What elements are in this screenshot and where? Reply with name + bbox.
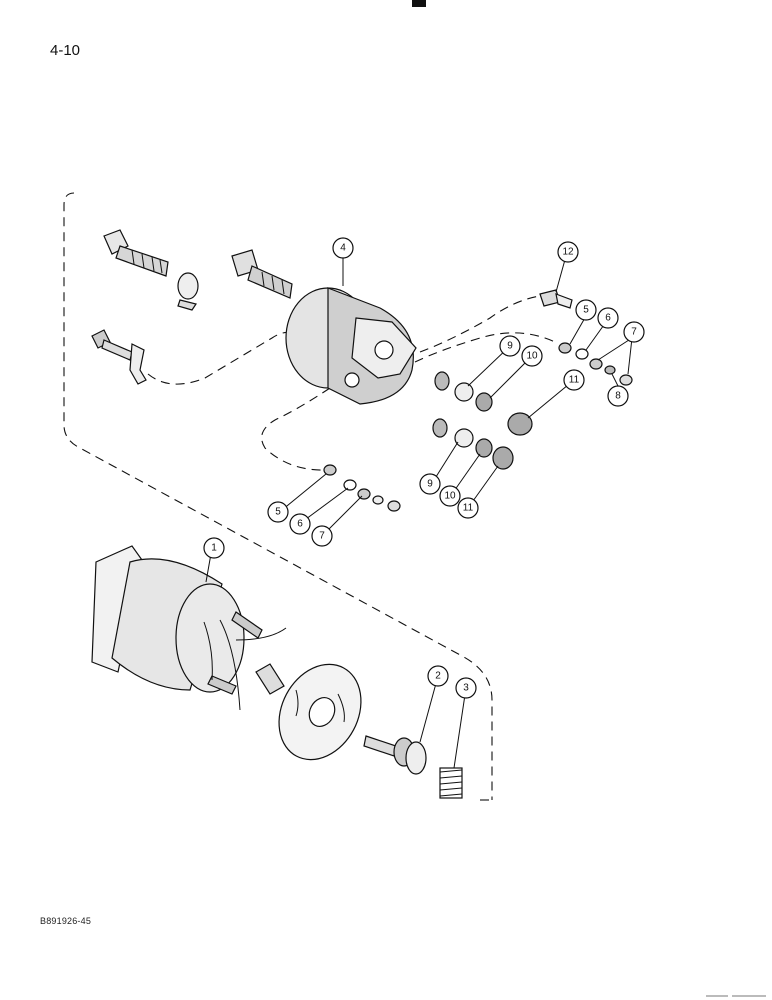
- svg-text:11: 11: [569, 375, 580, 386]
- contact-disc: [278, 663, 362, 761]
- callout-3: 3: [455, 677, 477, 699]
- svg-text:11: 11: [463, 503, 474, 514]
- callout-12: 12: [557, 241, 579, 263]
- svg-text:10: 10: [526, 351, 538, 362]
- callout-1: 1: [203, 537, 225, 559]
- callout-7-lower: 7: [311, 525, 333, 547]
- callout-11-upper: 11: [563, 369, 585, 391]
- svg-text:10: 10: [444, 491, 456, 502]
- callout-11-lower: 11: [457, 497, 479, 519]
- callout-10-lower: 10: [439, 485, 461, 507]
- svg-text:5: 5: [583, 305, 589, 316]
- svg-text:9: 9: [427, 479, 433, 490]
- svg-text:1: 1: [211, 543, 217, 554]
- carriage-bolt-long: [103, 229, 169, 277]
- assembly-dashed-boundary: [63, 192, 493, 801]
- hardware-row-lower: [323, 464, 401, 512]
- plunger-spring: [439, 767, 463, 799]
- callout-7-upper: 7: [623, 321, 645, 343]
- figure-code: B891926-45: [40, 916, 92, 926]
- dashed-leader-lines: [147, 295, 556, 471]
- solenoid-body: [91, 545, 287, 711]
- lock-washer-tab: [177, 272, 199, 311]
- hardware-row-upper: [558, 342, 633, 386]
- svg-text:5: 5: [275, 507, 281, 518]
- callout-6-upper: 6: [597, 307, 619, 329]
- page-number: 4-10: [50, 42, 81, 59]
- svg-text:3: 3: [463, 683, 469, 694]
- terminal-clip: [129, 343, 147, 385]
- solenoid-cap: [285, 287, 417, 405]
- callout-6-lower: 6: [289, 513, 311, 535]
- page-edge-mark: [412, 0, 426, 7]
- cap-screw: [539, 289, 573, 309]
- svg-text:4: 4: [340, 243, 346, 254]
- svg-text:7: 7: [631, 327, 637, 338]
- callout-2: 2: [427, 665, 449, 687]
- contact-sleeve: [255, 663, 285, 695]
- svg-text:7: 7: [319, 531, 325, 542]
- svg-text:12: 12: [562, 247, 574, 258]
- callout-5-lower: 5: [267, 501, 289, 523]
- callout-8: 8: [607, 385, 629, 407]
- svg-text:8: 8: [615, 391, 621, 402]
- terminal-screw: [91, 329, 133, 361]
- callout-9-upper: 9: [499, 335, 521, 357]
- svg-text:6: 6: [297, 519, 303, 530]
- callout-5-upper: 5: [575, 299, 597, 321]
- carriage-bolt-short: [231, 249, 293, 299]
- callout-10-upper: 10: [521, 345, 543, 367]
- svg-text:2: 2: [435, 671, 441, 682]
- callout-4: 4: [332, 237, 354, 259]
- svg-text:6: 6: [605, 313, 611, 324]
- plunger: [363, 735, 427, 775]
- svg-text:9: 9: [507, 341, 513, 352]
- hardware-row-middle: [432, 371, 533, 470]
- callout-9-lower: 9: [419, 473, 441, 495]
